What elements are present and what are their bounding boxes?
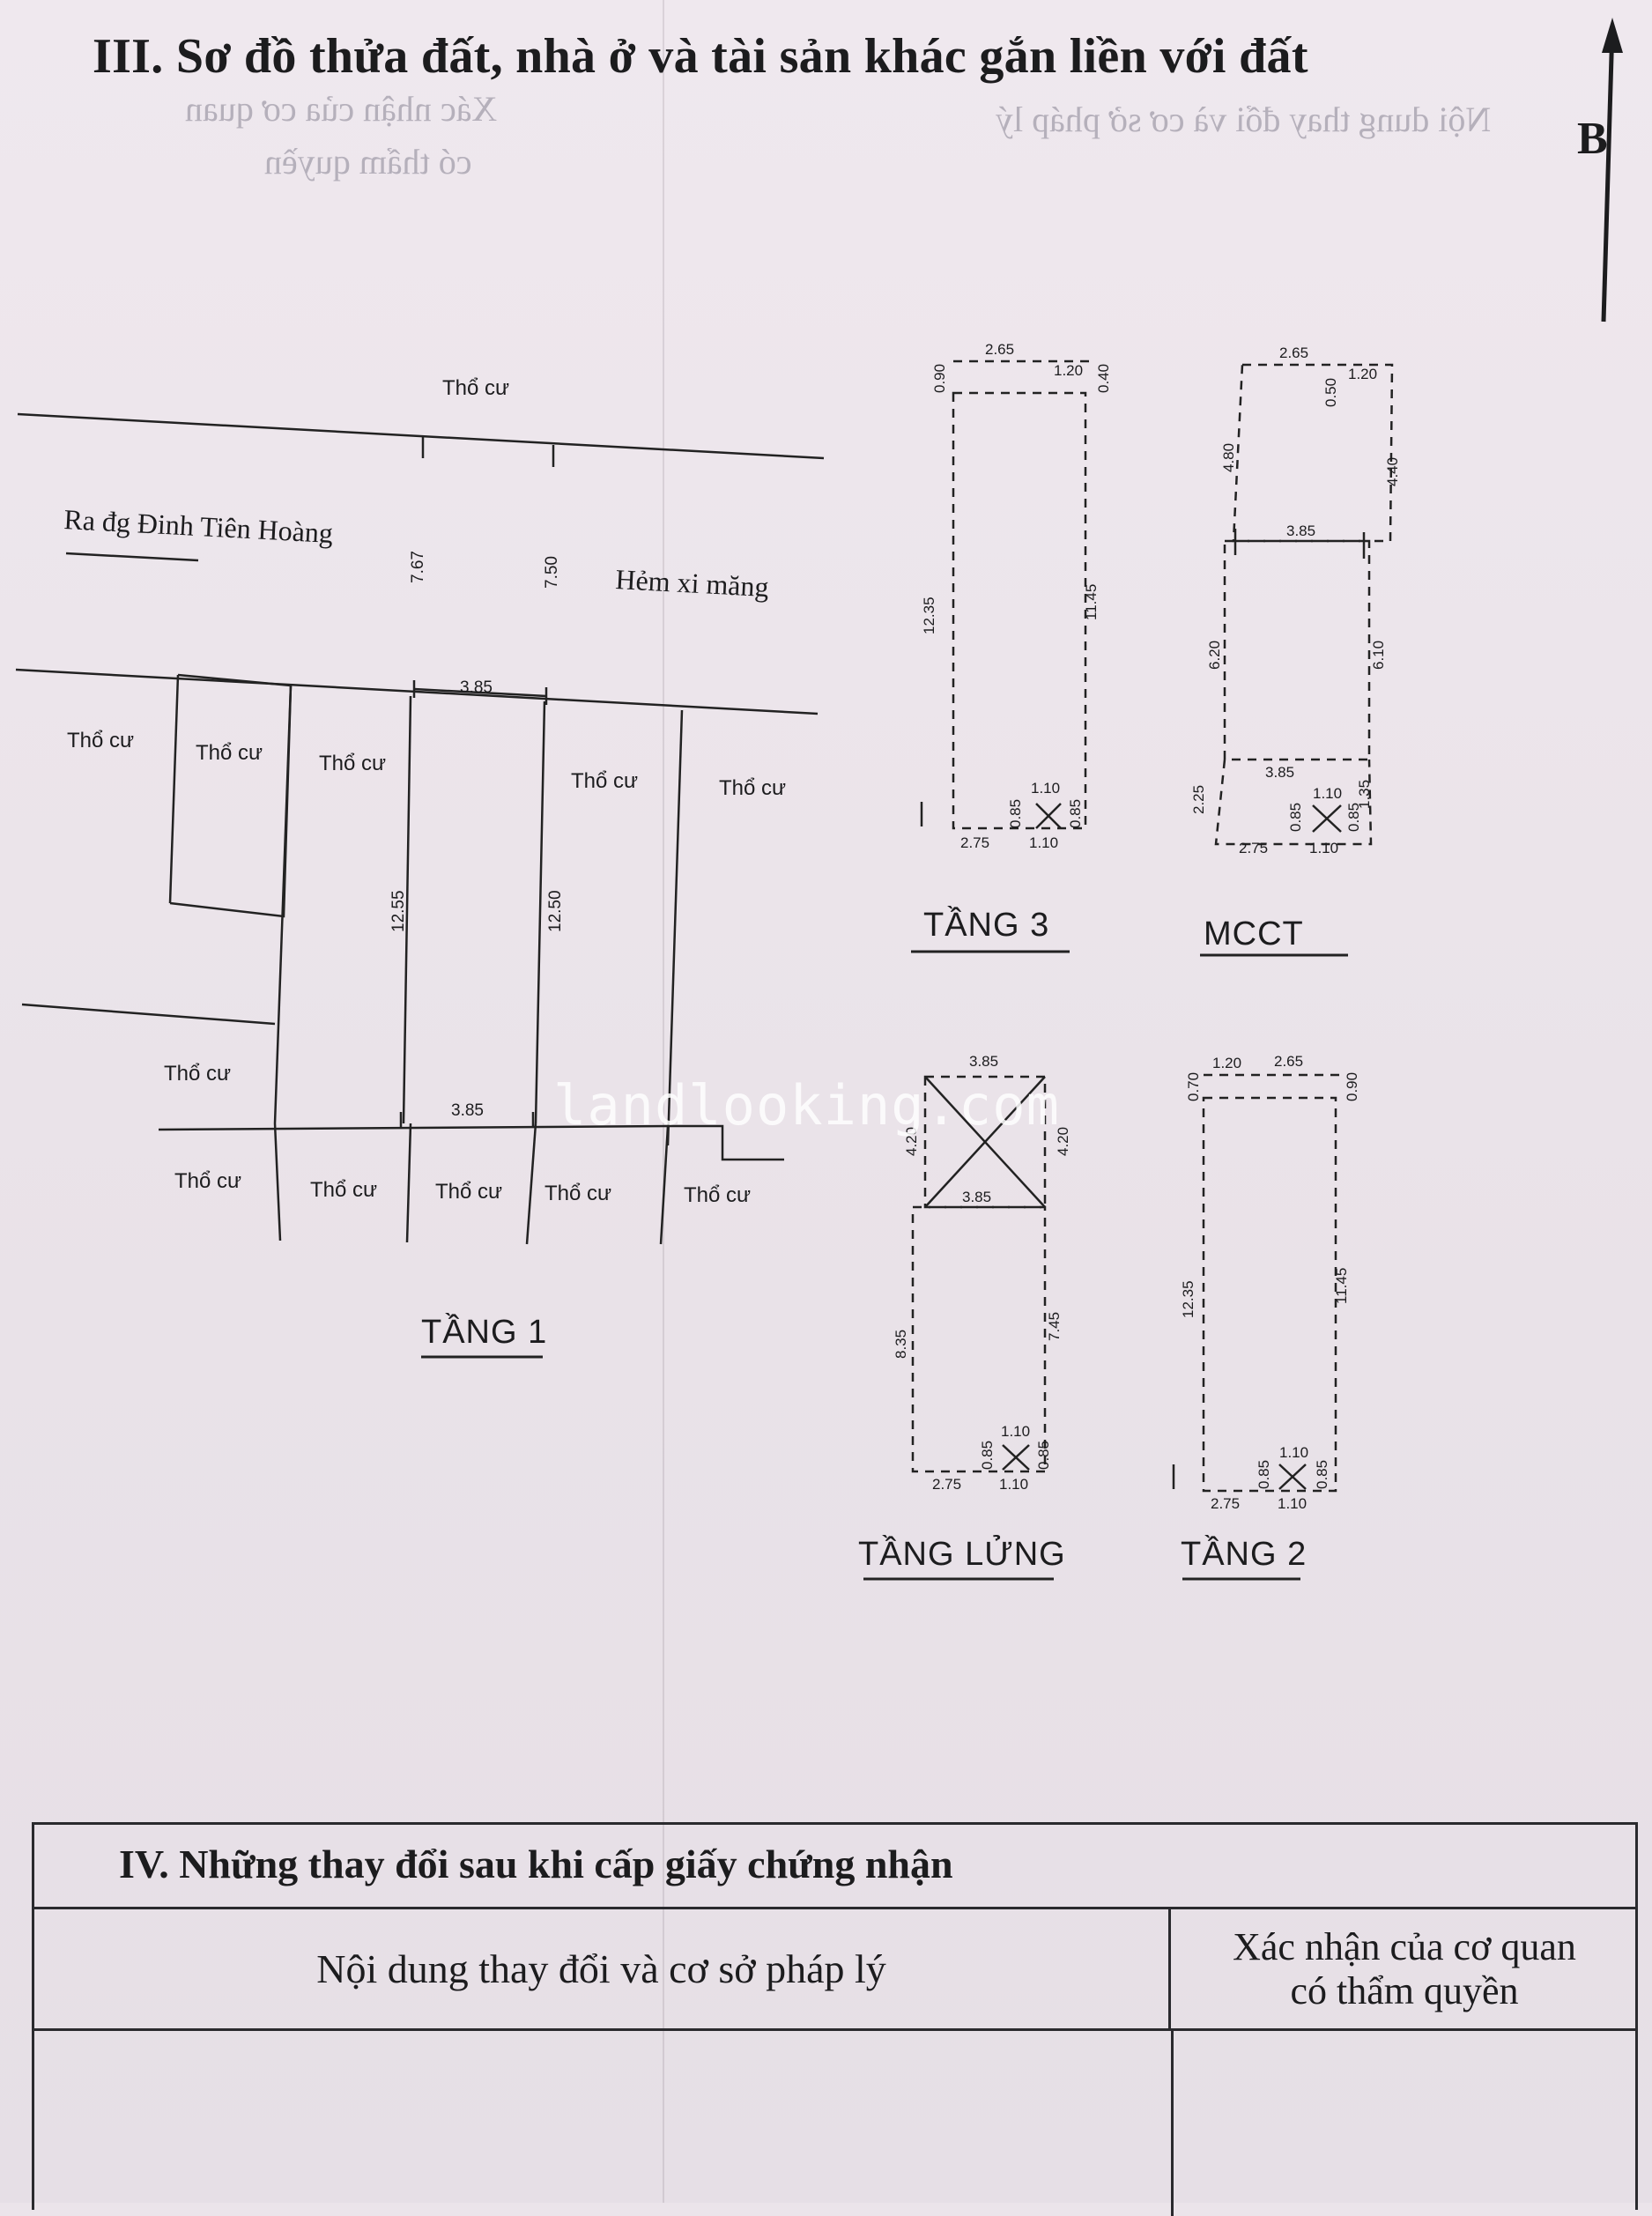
t2-left: 12.35 [1180,1280,1196,1318]
t2-top-left: 1.20 [1212,1055,1241,1071]
mcct-mid: 3.85 [1286,523,1315,539]
tl-top: 3.85 [969,1053,998,1070]
t2-top: 2.65 [1274,1053,1303,1070]
page-fold [663,0,664,2203]
mcct-right-top: 4.40 [1384,457,1401,486]
t2-stair-r: 0.85 [1314,1460,1330,1489]
watermark: landlooking.com [553,1073,1060,1138]
label-neighbor-2: Thổ cư [196,741,263,765]
label-neighbor-7: Thổ cư [174,1169,241,1193]
t2-left-top: 0.70 [1185,1072,1202,1101]
caption-tang-2: TẦNG 2 [1181,1534,1307,1573]
column-header-confirmation: Xác nhận của cơ quan có thẩm quyền [1171,1909,1638,2031]
tl-stair-b: 1.10 [999,1476,1028,1493]
t2-right: 11.45 [1333,1268,1350,1304]
tl-stair-w: 1.10 [1001,1423,1030,1440]
tl-stair-r: 0.85 [1035,1441,1052,1470]
t3-right-top: 0.40 [1095,364,1112,393]
t3-left: 12.35 [921,597,937,634]
t2-stair-w: 1.10 [1279,1444,1308,1461]
tl-right: 7.45 [1046,1312,1063,1341]
label-neighbor-9: Thổ cư [435,1180,502,1204]
dim-right: 12.50 [546,890,565,932]
mcct-lower: 3.85 [1265,764,1294,781]
mcct-top: 2.65 [1279,345,1308,361]
label-neighbor-6: Thổ cư [164,1062,231,1086]
caption-tang-3: TẦNG 3 [923,905,1049,944]
caption-mcct: MCCT [1204,915,1304,952]
tl-left: 8.35 [893,1330,909,1359]
label-neighbor-top: Thổ cư [442,376,509,400]
mcct-right-mid: 6.10 [1370,641,1387,670]
label-neighbor-10: Thổ cư [544,1182,611,1205]
tl-mid: 3.85 [962,1189,991,1205]
mcct-left-low: 2.25 [1190,785,1207,814]
north-label: B [1577,114,1608,164]
mcct-stair-w: 1.10 [1313,785,1342,802]
label-alley: Hẻm xi măng [615,563,770,603]
t3-stair-r: 0.85 [1067,799,1084,828]
label-neighbor-8: Thổ cư [310,1178,377,1202]
t2-bottom-left: 2.75 [1211,1495,1240,1512]
label-neighbor-5: Thổ cư [719,776,786,800]
mcct-left-top: 4.80 [1220,443,1237,472]
label-neighbor-11: Thổ cư [684,1183,751,1207]
column-header-confirmation-line-2: có thẩm quyền [1290,1968,1519,2012]
t2-right-top: 0.90 [1344,1072,1360,1101]
mcct-top-right: 1.20 [1348,366,1377,382]
label-neighbor-4: Thổ cư [571,769,638,793]
mcct-left-mid: 6.20 [1206,641,1223,670]
column-divider [1171,2031,1174,2216]
mcct-stair-r: 0.85 [1345,803,1362,832]
dim-alley-w2: 7.50 [543,556,561,589]
caption-tang-1: TẦNG 1 [421,1312,547,1351]
label-neighbor-3: Thổ cư [319,752,386,775]
column-header-content: Nội dung thay đổi và cơ sở pháp lý [34,1909,1171,2031]
mcct-bottom-left: 2.75 [1239,840,1268,856]
mcct-right-low: 1.35 [1356,780,1373,809]
tl-stair-h: 0.85 [979,1441,996,1470]
dim-alley-w1: 7.67 [409,551,427,583]
t3-top-right: 1.20 [1054,362,1083,379]
t2-stair-h: 0.85 [1256,1460,1272,1489]
tl-void-right: 4.20 [1055,1127,1071,1156]
section-3-title: III. Sơ đồ thửa đất, nhà ở và tài sản kh… [93,29,1308,84]
changes-table: IV. Những thay đổi sau khi cấp giấy chứn… [32,1822,1638,2216]
caption-tang-lung: TẦNG LỬNG [858,1534,1066,1573]
section-4-title: IV. Những thay đổi sau khi cấp giấy chứn… [34,1825,1635,1909]
dim-front: 3.85 [460,678,493,697]
dim-left: 12.55 [389,890,408,932]
t3-top: 2.65 [985,341,1014,358]
mcct-stair-h: 0.85 [1287,803,1304,832]
tl-bottom-left: 2.75 [932,1476,961,1493]
t3-left-top: 0.90 [931,364,948,393]
mcct-right-top1: 0.50 [1322,378,1339,407]
dim-back: 3.85 [451,1101,484,1120]
label-road: Ra đg Đinh Tiên Hoàng [63,503,334,549]
t3-right: 11.45 [1083,584,1100,620]
column-header-content-label: Nội dung thay đổi và cơ sở pháp lý [316,1946,886,1991]
t3-stair-b: 1.10 [1029,834,1058,851]
column-header-confirmation-line-1: Xác nhận của cơ quan [1233,1924,1576,1968]
label-neighbor-1: Thổ cư [67,729,134,752]
t3-stair-w: 1.10 [1031,780,1060,797]
north-arrow-icon [1601,18,1623,322]
tl-void-left: 4.20 [903,1127,920,1156]
t2-stair-b: 1.10 [1278,1495,1307,1512]
plan-drawing: 7.67 7.50 Thổ cư Ra đg Đinh Tiên Hoàng H… [15,341,1401,1581]
mcct-stair-b: 1.10 [1309,840,1338,856]
t3-bottom-left: 2.75 [960,834,989,851]
t3-stair-h: 0.85 [1007,799,1024,828]
